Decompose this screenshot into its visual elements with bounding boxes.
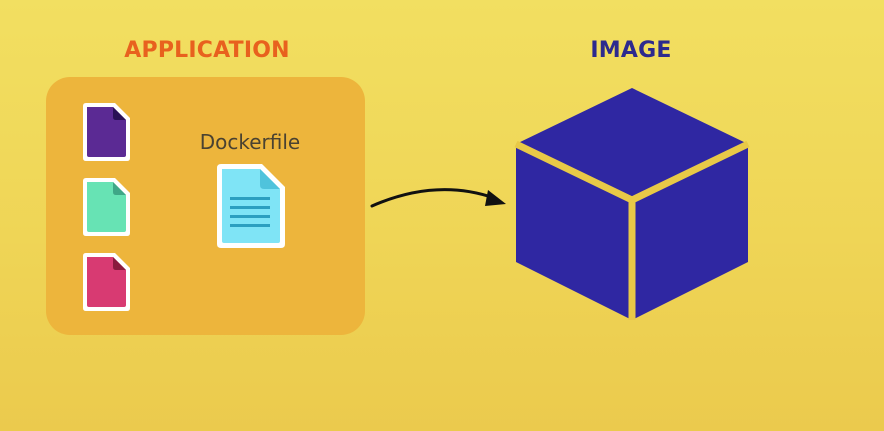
application-heading: APPLICATION bbox=[124, 38, 290, 63]
purple-file-icon bbox=[82, 102, 132, 162]
pink-file-icon bbox=[82, 252, 132, 312]
dockerfile-icon bbox=[216, 163, 286, 253]
dockerfile-label: Dockerfile bbox=[199, 130, 301, 154]
image-heading: IMAGE bbox=[590, 38, 672, 63]
arrow-icon bbox=[366, 178, 516, 222]
cube-icon bbox=[512, 86, 752, 326]
green-file-icon bbox=[82, 177, 132, 237]
